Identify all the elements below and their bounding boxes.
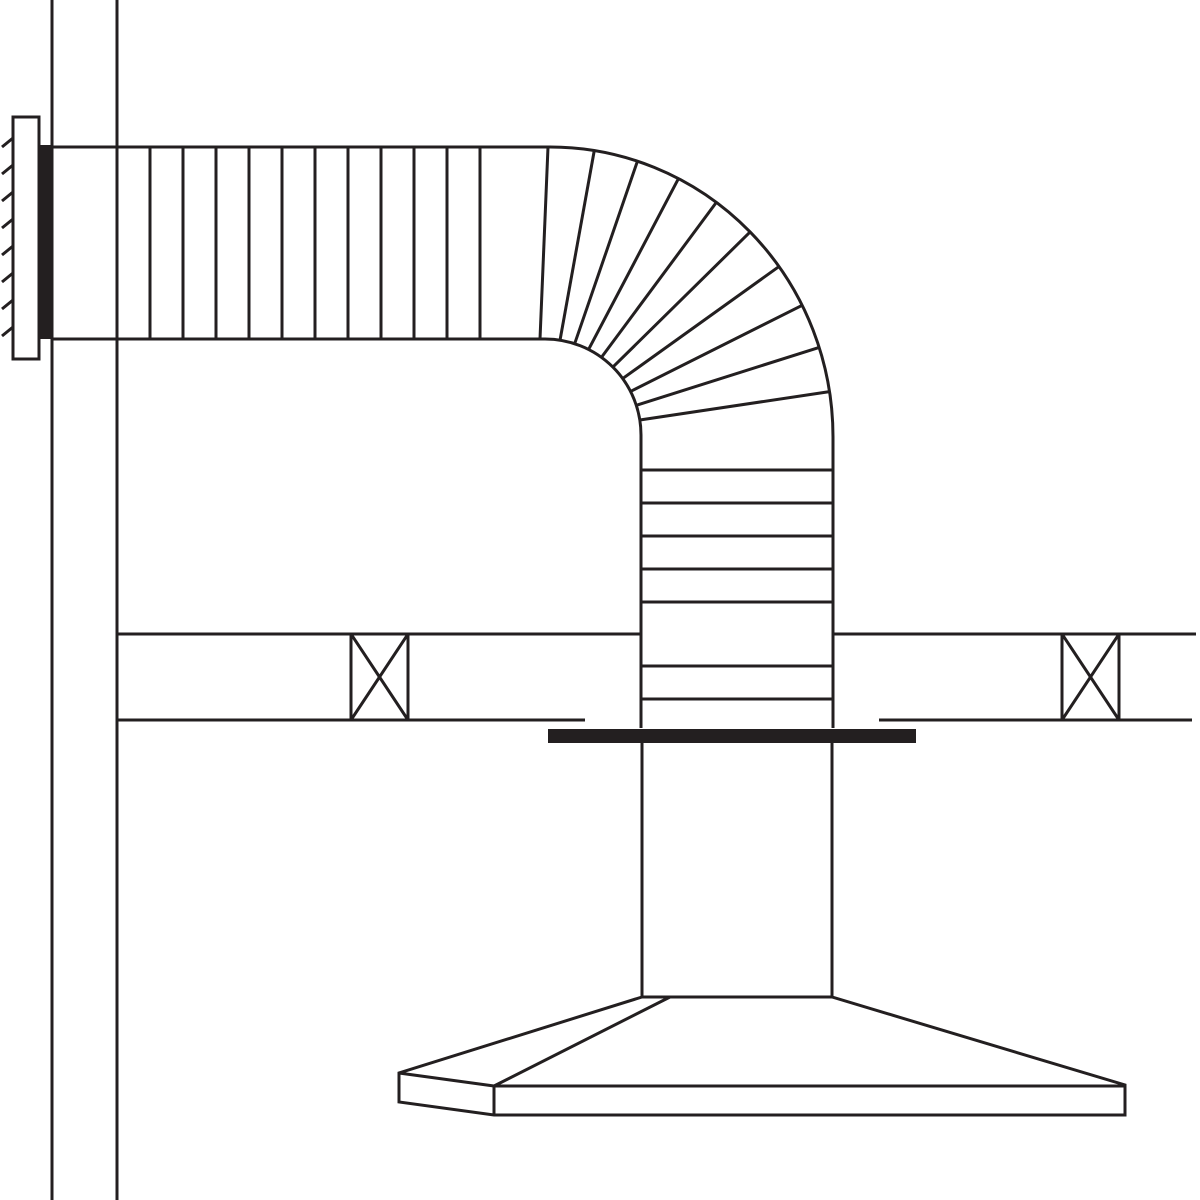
duct-rib bbox=[639, 390, 830, 422]
duct-rib bbox=[629, 304, 803, 393]
joist-right bbox=[1060, 632, 1121, 722]
duct-ribs-elbow bbox=[538, 146, 830, 422]
grille-tooth bbox=[1, 271, 14, 284]
grille-tooth bbox=[1, 217, 14, 230]
ceiling-plate bbox=[548, 729, 916, 743]
grille-tooth bbox=[1, 325, 14, 338]
duct-ribs-horizontal bbox=[148, 147, 482, 339]
wall bbox=[50, 0, 119, 1200]
duct-rib bbox=[587, 177, 680, 351]
duct-ribs-vertical bbox=[641, 468, 833, 701]
flexible-duct bbox=[52, 145, 835, 728]
duct-rib bbox=[600, 201, 718, 359]
chimney bbox=[640, 743, 834, 997]
duct-rib bbox=[538, 146, 550, 340]
grille-tooth bbox=[1, 136, 14, 149]
grille-tooth bbox=[1, 190, 14, 203]
joist-left bbox=[349, 632, 410, 722]
grille-tooth bbox=[1, 163, 14, 176]
ceiling-joists bbox=[117, 632, 1196, 722]
duct-rib bbox=[558, 150, 596, 341]
range-hood bbox=[397, 995, 1127, 1117]
duct-rib bbox=[611, 230, 752, 369]
grille-tooth bbox=[1, 298, 14, 311]
duct-rib bbox=[635, 345, 820, 407]
duct-rib bbox=[573, 160, 639, 345]
duct-rib bbox=[621, 265, 780, 380]
grille-tooth bbox=[1, 244, 14, 257]
grille-teeth bbox=[1, 136, 14, 338]
vent-grille bbox=[1, 115, 52, 361]
